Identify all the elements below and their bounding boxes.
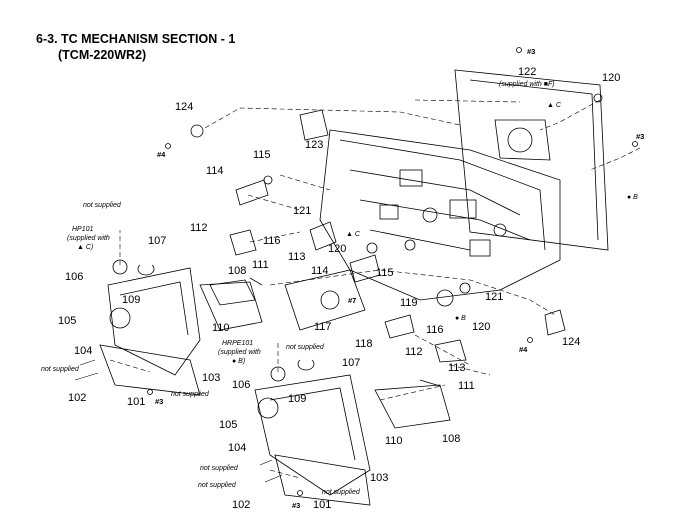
part-label-104: 104 xyxy=(74,345,92,357)
part-label-117: 117 xyxy=(314,321,332,333)
part-label-102: 102 xyxy=(68,392,86,404)
not-supplied-note: not supplied xyxy=(41,366,80,373)
part-label-107: 107 xyxy=(148,235,166,247)
screw-label-3: #3 xyxy=(292,501,300,510)
screw-label-3: #3 xyxy=(527,47,535,56)
marker-c: ▲ C xyxy=(547,102,562,109)
part-label-107: 107 xyxy=(342,357,360,369)
part-label-102: 102 xyxy=(232,499,250,511)
part-label-105: 105 xyxy=(58,315,76,327)
part-label-115: 115 xyxy=(253,149,271,161)
page-title: 6-3. TC MECHANISM SECTION - 1 (TCM-220WR… xyxy=(36,31,235,63)
screw-label-4: #4 xyxy=(519,345,528,354)
part-label-118: 118 xyxy=(355,338,373,350)
part-label-109: 109 xyxy=(122,294,140,306)
part-label-108: 108 xyxy=(228,265,246,277)
screw-label-3: #3 xyxy=(636,132,644,141)
part-label-109: 109 xyxy=(288,393,306,405)
assembly-lines xyxy=(109,99,641,479)
title-line-2: (TCM-220WR2) xyxy=(58,48,147,62)
part-label-113: 113 xyxy=(288,251,306,263)
part-label-123: 123 xyxy=(305,139,323,151)
screw-label-7: #7 xyxy=(348,296,356,305)
chassis-plate xyxy=(454,69,609,251)
hp101-note: (supplied with xyxy=(67,235,110,242)
marker-b: ● B xyxy=(455,315,466,322)
not-supplied-note: not supplied xyxy=(200,465,239,472)
not-supplied-note: not supplied xyxy=(286,344,325,351)
part-label-106: 106 xyxy=(65,271,83,283)
head-frame-upper xyxy=(99,267,263,396)
part-label-114: 114 xyxy=(311,265,329,277)
part-label-120: 120 xyxy=(602,72,620,84)
part-label-121: 121 xyxy=(485,291,503,303)
not-supplied-note: not supplied xyxy=(322,489,361,496)
part-label-110: 110 xyxy=(385,435,403,447)
part-label-101: 101 xyxy=(127,396,145,408)
part-label-115: 115 xyxy=(376,267,394,279)
part-label-122: 122 xyxy=(518,66,536,78)
part-label-116: 116 xyxy=(263,235,281,247)
not-supplied-note: not supplied xyxy=(83,202,122,209)
mechanism-body xyxy=(319,129,561,301)
part-label-112: 112 xyxy=(190,222,208,234)
part-label-103: 103 xyxy=(202,372,220,384)
hrpe101-label: HRPE101 xyxy=(222,340,253,347)
hp101-label: HP101 xyxy=(72,226,94,233)
part-label-108: 108 xyxy=(442,433,460,445)
part-label-104: 104 xyxy=(228,442,246,454)
part-label-120: 120 xyxy=(472,321,490,333)
hrpe101-note: (supplied with xyxy=(218,349,261,356)
head-frame-lower xyxy=(254,374,451,506)
part-label-103: 103 xyxy=(370,472,388,484)
title-line-1: 6-3. TC MECHANISM SECTION - 1 xyxy=(36,32,236,46)
part-label-116: 116 xyxy=(426,324,444,336)
marker-b: ● B xyxy=(627,194,638,201)
part-label-120: 120 xyxy=(328,243,346,255)
part-label-114: 114 xyxy=(206,165,224,177)
hp101-marker: ▲ C) xyxy=(77,244,93,251)
part-label-119: 119 xyxy=(400,297,418,309)
part-label-101: 101 xyxy=(313,499,331,511)
part-label-124: 124 xyxy=(175,101,193,113)
part-label-112: 112 xyxy=(405,346,423,358)
part-label-111: 111 xyxy=(458,380,475,392)
marker-c: ▲ C xyxy=(346,231,361,238)
part-label-121: 121 xyxy=(293,205,311,217)
part-label-110: 110 xyxy=(212,322,230,334)
hrpe101-marker: ● B) xyxy=(232,358,245,365)
part-label-106: 106 xyxy=(232,379,250,391)
screw-label-3: #3 xyxy=(155,397,163,406)
not-supplied-note: not supplied xyxy=(171,391,210,398)
part-label-113: 113 xyxy=(448,362,466,374)
screw-label-4: #4 xyxy=(157,150,166,159)
part-labels: 124 #4 #3 122 (supplied with ■F) 120 ▲ C… xyxy=(41,47,644,511)
screws xyxy=(74,47,638,496)
part-122-note: (supplied with ■F) xyxy=(499,81,555,88)
part-label-105: 105 xyxy=(219,419,237,431)
part-label-124: 124 xyxy=(562,336,580,348)
part-label-111: 111 xyxy=(252,259,269,271)
small-parts xyxy=(112,93,603,387)
not-supplied-note: not supplied xyxy=(198,482,237,489)
